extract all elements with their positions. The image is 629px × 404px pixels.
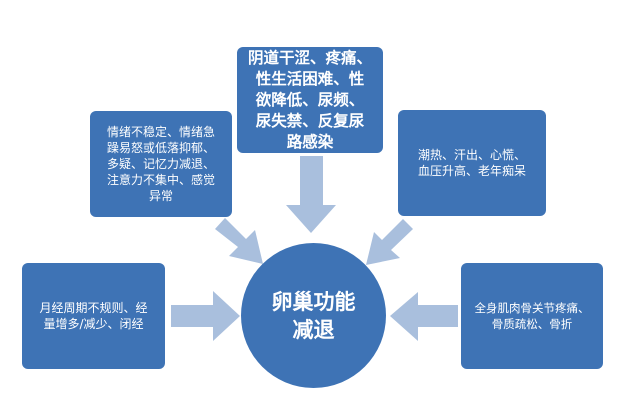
arrow-top <box>286 156 336 233</box>
arrow-right <box>390 292 458 341</box>
node-left: 月经周期不规则、经 量增多/减少、闭经 <box>22 263 165 369</box>
node-right-text: 全身肌肉骨关节疼痛、 骨质疏松、骨折 <box>474 301 590 331</box>
node-upper-right-text: 潮热、汗出、心慌、 血压升高、老年痴呆 <box>417 148 526 178</box>
node-upper-left: 情绪不稳定、情绪急 躁易怒或低落抑郁、 多疑、记忆力减退、 注意力不集中、感觉 … <box>90 111 232 217</box>
arrow-upper-right <box>366 219 413 265</box>
node-right: 全身肌肉骨关节疼痛、 骨质疏松、骨折 <box>461 263 603 369</box>
arrow-left <box>171 291 240 341</box>
node-upper-left-text: 情绪不稳定、情绪急 躁易怒或低落抑郁、 多疑、记忆力减退、 注意力不集中、感觉 … <box>106 125 215 203</box>
arrow-upper-left <box>215 218 263 264</box>
node-left-text: 月经周期不规则、经 量增多/减少、闭经 <box>39 301 148 331</box>
center-node: 卵巢功能 减退 <box>241 243 386 388</box>
node-top: 阴道干涩、疼痛、 性生活困难、性 欲降低、尿频、 尿失禁、反复尿 路感染 <box>237 47 383 153</box>
node-upper-right: 潮热、汗出、心慌、 血压升高、老年痴呆 <box>398 110 546 216</box>
center-node-text: 卵巢功能 减退 <box>271 289 356 342</box>
node-top-text: 阴道干涩、疼痛、 性生活困难、性 欲降低、尿频、 尿失禁、反复尿 路感染 <box>247 48 372 151</box>
